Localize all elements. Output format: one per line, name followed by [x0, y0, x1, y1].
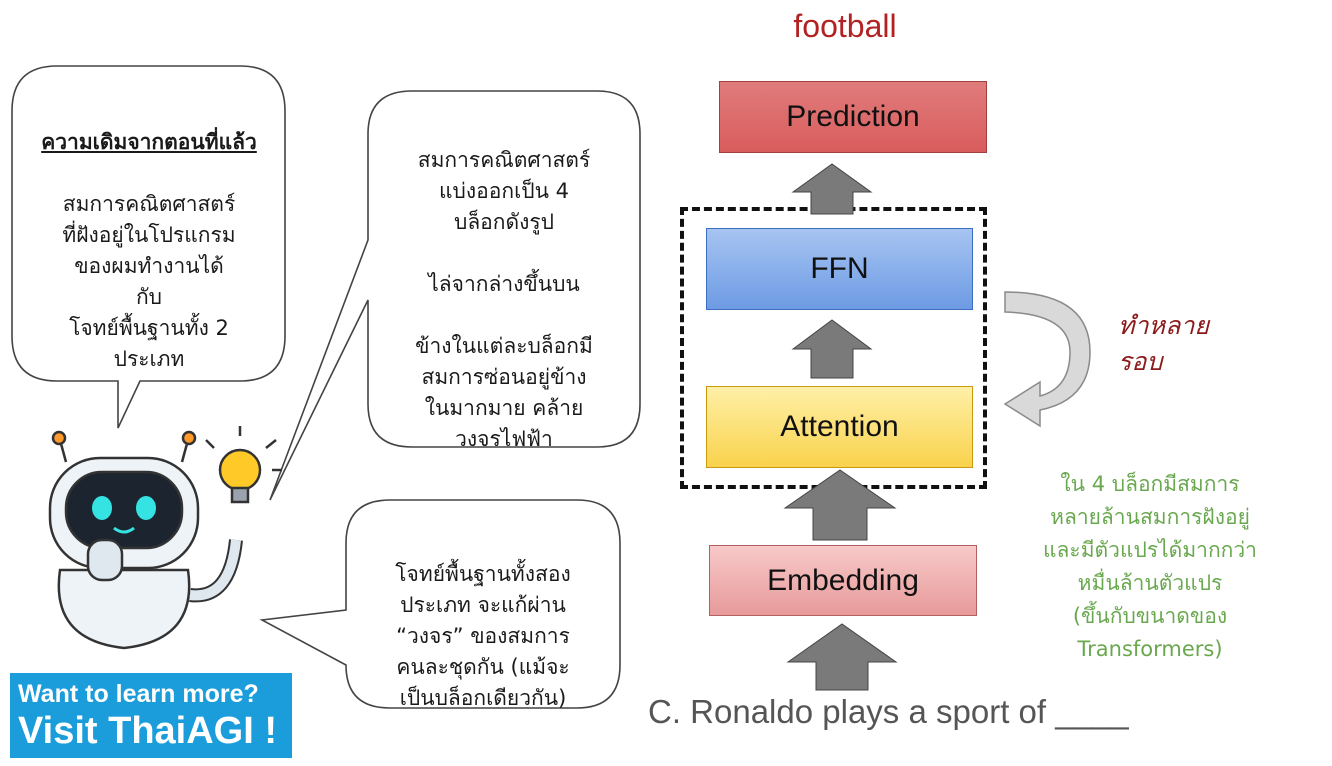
bubble-left-top: ความเดิมจากตอนที่แล้ว สมการคณิตศาสตร์ ที…	[24, 96, 274, 375]
ffn-label: FFN	[810, 252, 869, 285]
promo-banner[interactable]: Want to learn more? Visit ThaiAGI !	[10, 673, 292, 758]
bubble-middle-top: สมการคณิตศาสตร์ แบ่งออกเป็น 4 บล็อกดังรู…	[378, 114, 630, 455]
prediction-block: Prediction	[719, 81, 987, 153]
robot-illustration	[48, 426, 282, 650]
attention-label: Attention	[780, 410, 899, 443]
promo-line-2: Visit ThaiAGI !	[18, 710, 278, 752]
ffn-block: FFN	[706, 228, 973, 310]
bubble-left-top-body: สมการคณิตศาสตร์ ที่ฝังอยู่ในโปรแกรม ของผ…	[62, 192, 236, 371]
output-word: football	[793, 8, 897, 44]
robot-icon	[48, 426, 282, 650]
attention-block: Attention	[706, 386, 973, 468]
loop-label: ทำหลาย รอบ	[1118, 311, 1210, 376]
bubble-middle-top-shape	[269, 90, 641, 501]
embedding-label: Embedding	[767, 563, 919, 597]
input-prompt: C. Ronaldo plays a sport of ____	[648, 693, 1129, 730]
bubble-middle-bottom-shape	[259, 499, 621, 709]
bubble-middle-bottom-body: โจทย์พื้นฐานทั้งสอง ประเภท จะแก้ผ่าน “วง…	[395, 562, 571, 710]
bubble-middle-top-body: สมการคณิตศาสตร์ แบ่งออกเป็น 4 บล็อกดังรู…	[415, 148, 593, 451]
parameters-note: ใน 4 บล็อกมีสมการ หลายล้านสมการฝังอยู่ แ…	[1043, 472, 1257, 661]
bubble-middle-bottom: โจทย์พื้นฐานทั้งสอง ประเภท จะแก้ผ่าน “วง…	[356, 528, 610, 714]
embedding-block: Embedding	[709, 545, 977, 616]
promo-line-1: Want to learn more?	[18, 680, 259, 708]
prediction-label: Prediction	[786, 100, 920, 133]
bubble-left-top-shape	[11, 65, 286, 429]
bubble-left-top-heading: ความเดิมจากตอนที่แล้ว	[41, 130, 257, 154]
